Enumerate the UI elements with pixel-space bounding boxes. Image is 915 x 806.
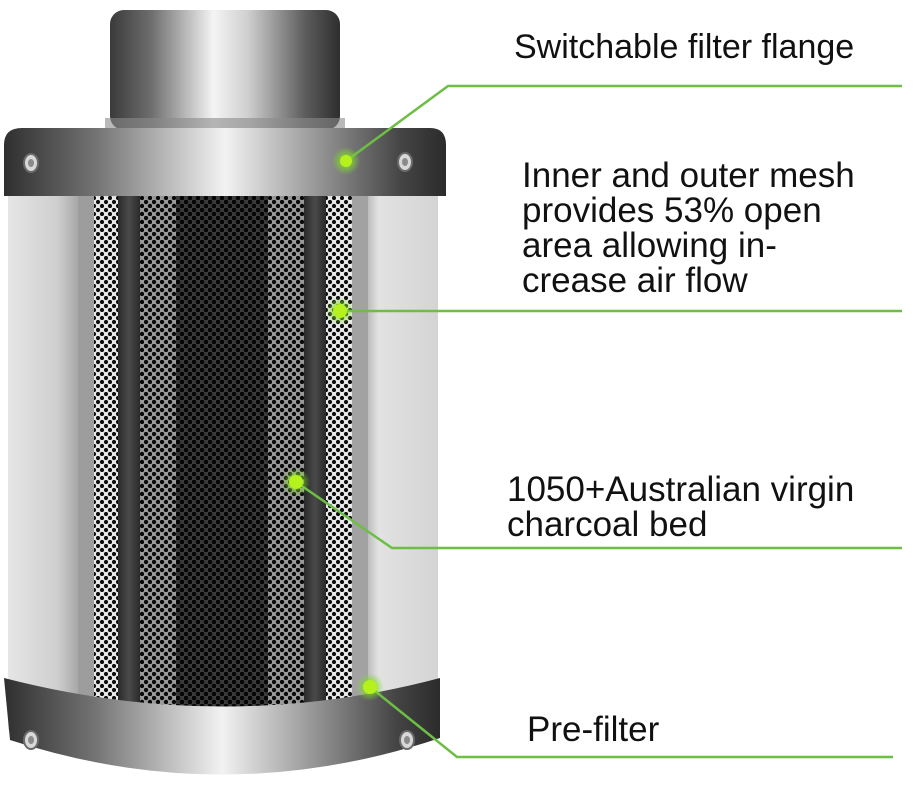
callout-label-charcoal: 1050+Australian virgin charcoal bed bbox=[507, 470, 855, 544]
callout-dot-flange bbox=[340, 155, 352, 167]
flange-collar bbox=[105, 10, 345, 130]
callout-line-charcoal bbox=[295, 480, 902, 550]
housing-panel-left bbox=[8, 195, 78, 730]
callout-dot-mesh bbox=[333, 304, 347, 318]
bottom-band bbox=[4, 678, 440, 775]
callout-lines bbox=[295, 84, 902, 759]
callout-dots bbox=[282, 147, 384, 701]
callout-dot-charcoal bbox=[289, 475, 303, 489]
filter-layers bbox=[94, 195, 352, 730]
callout-label-mesh: Inner and outer mesh provides 53% open a… bbox=[522, 156, 855, 300]
top-band bbox=[4, 128, 446, 196]
callout-line-prefilter bbox=[369, 686, 893, 759]
callout-label-flange: Switchable filter flange bbox=[514, 28, 855, 66]
housing-panel-right bbox=[368, 195, 438, 730]
callout-label-prefilter: Pre-filter bbox=[527, 710, 660, 749]
callout-line-flange bbox=[345, 84, 902, 163]
callout-dot-prefilter bbox=[363, 680, 377, 694]
